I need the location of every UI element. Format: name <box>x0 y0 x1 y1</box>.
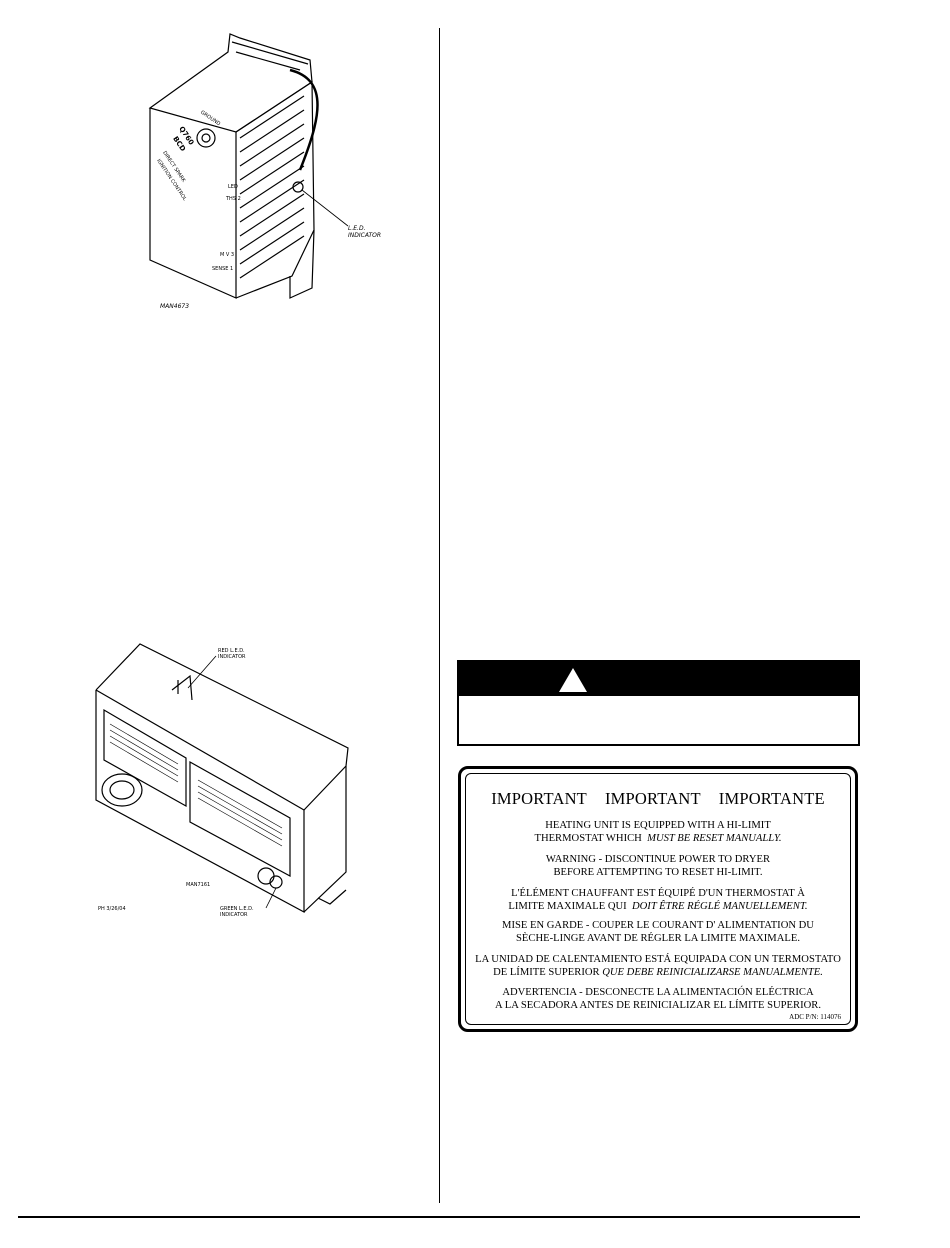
page-bottom-rule <box>18 1216 860 1218</box>
ignition-control-figure-bottom: RED L.E.D. INDICATOR MAN7161 PH 3/26/04 … <box>90 640 390 920</box>
label-es-line-2-text: DE LÍMITE SUPERIOR <box>493 967 600 978</box>
label-en-line-3: WARNING - DISCONTINUE POWER TO DRYER <box>545 854 771 865</box>
green-led-callout-line2: INDICATOR <box>220 912 248 918</box>
warning-header <box>459 662 858 696</box>
label-fr-line-2-text: LIMITE MAXIMALE QUI <box>508 901 627 912</box>
drawing-id-top: MAN4673 <box>160 303 189 310</box>
label-en-line-4: BEFORE ATTEMPTING TO RESET HI-LIMIT. <box>553 867 763 878</box>
warning-box <box>457 660 860 746</box>
label-es-line-2-emphasis: QUE DEBE REINICIALIZARSE MANUALMENTE. <box>602 967 823 978</box>
label-part-number: ADC P/N: 114076 <box>789 1013 841 1021</box>
label-title: IMPORTANT IMPORTANT IMPORTANTE <box>491 789 825 808</box>
green-led-callout-line1: GREEN L.E.D. <box>220 906 254 912</box>
warning-triangle-icon <box>559 668 587 692</box>
label-fr-line-4: SÈCHE-LINGE AVANT DE RÉGLER LA LIMITE MA… <box>516 933 800 944</box>
led-callout-line1: L.E.D. <box>348 225 366 232</box>
important-label: IMPORTANT IMPORTANT IMPORTANTE HEATING U… <box>458 766 858 1032</box>
ignition-control-drawing-bottom: RED L.E.D. INDICATOR MAN7161 PH 3/26/04 … <box>95 643 349 918</box>
led-tag: LED <box>228 184 238 190</box>
label-es-line-2: DE LÍMITE SUPERIOR QUE DEBE REINICIALIZA… <box>461 966 855 979</box>
drawing-id-bottom: MAN7161 <box>186 882 210 888</box>
ignition-control-figure-top: Q760 BCD DIRECT SPARK IGNITION CONTROL G… <box>140 30 400 330</box>
label-en-line-1: HEATING UNIT IS EQUIPPED WITH A HI-LIMIT <box>545 820 771 831</box>
sense-tag: SENSE 1 <box>212 266 233 272</box>
label-fr-line-3: MISE EN GARDE - COUPER LE COURANT D' ALI… <box>502 920 814 931</box>
date-code: PH 3/26/04 <box>98 906 126 912</box>
label-en-line-2: THERMOSTAT WHICH MUST BE RESET MANUALLY. <box>461 832 855 845</box>
ignition-control-drawing-top: Q760 BCD DIRECT SPARK IGNITION CONTROL G… <box>148 33 381 310</box>
red-led-callout-line1: RED L.E.D. <box>218 648 245 654</box>
label-fr-line-1: L'ÉLÉMENT CHAUFFANT EST ÉQUIPÉ D'UN THER… <box>511 888 805 899</box>
label-fr-line-2: LIMITE MAXIMALE QUI DOIT ÊTRE RÉGLÉ MANU… <box>461 900 855 913</box>
mv-tag: M V 3 <box>220 252 234 258</box>
ths-tag: THS 2 <box>225 196 241 202</box>
column-divider <box>439 28 440 1203</box>
led-callout-line2: INDICATOR <box>348 232 381 239</box>
label-fr-line-2-emphasis: DOIT ÊTRE RÉGLÉ MANUELLEMENT. <box>631 901 808 912</box>
label-es-line-3: ADVERTENCIA - DESCONECTE LA ALIMENTACIÓN… <box>502 987 814 998</box>
important-label-inner-border <box>465 773 851 1025</box>
label-es-line-4: A LA SECADORA ANTES DE REINICIALIZAR EL … <box>495 1000 821 1011</box>
red-led-callout-line2: INDICATOR <box>218 654 246 660</box>
label-es-line-1: LA UNIDAD DE CALENTAMIENTO ESTÁ EQUIPADA… <box>475 954 841 965</box>
warning-body <box>459 696 858 720</box>
label-en-line-2-emphasis: MUST BE RESET MANUALLY. <box>647 833 782 844</box>
label-en-line-2-text: THERMOSTAT WHICH <box>534 833 642 844</box>
